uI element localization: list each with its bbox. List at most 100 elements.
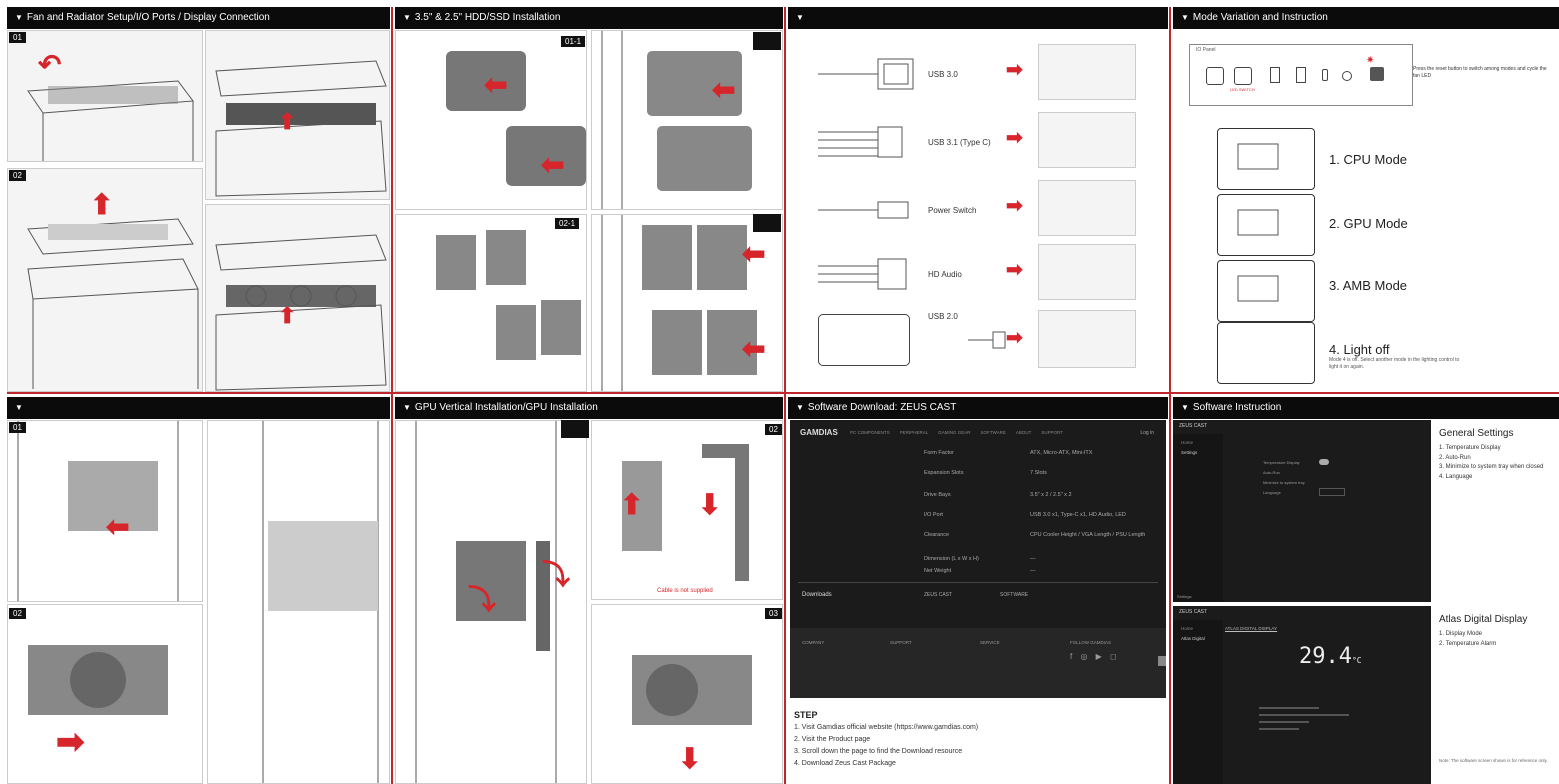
step-tag: 03 bbox=[765, 608, 782, 619]
app-name: ZEUS CAST bbox=[1179, 609, 1208, 615]
option-row[interactable] bbox=[1259, 714, 1349, 716]
scroll-up-icon[interactable] bbox=[1158, 656, 1166, 666]
atlas-title: Atlas Digital Display bbox=[1439, 614, 1528, 625]
site-nav: PC COMPONENTS PERIPHERAL GAMING GEAR SOF… bbox=[850, 430, 1063, 435]
step-tag: 02 bbox=[765, 424, 782, 435]
port-photo bbox=[1038, 310, 1136, 368]
spec-key: I/O Port bbox=[924, 512, 943, 518]
option-row[interactable] bbox=[1259, 721, 1309, 723]
mode-amb-box bbox=[1217, 260, 1315, 322]
header-hdd-ssd: ▼3.5" & 2.5" HDD/SSD Installation bbox=[395, 7, 783, 29]
spec-value: — bbox=[1030, 568, 1036, 574]
divider bbox=[784, 7, 786, 784]
mode-amb-label: 3. AMB Mode bbox=[1329, 278, 1408, 293]
tab-atlas[interactable]: ATLAS DIGITAL DISPLAY bbox=[1225, 626, 1278, 631]
arrow-icon: ➡ bbox=[1006, 259, 1023, 281]
nav-item[interactable]: ABOUT bbox=[1015, 430, 1032, 435]
spec-value: 3.5" x 2 / 2.5" x 2 bbox=[1030, 492, 1072, 498]
nav-item[interactable]: PERIPHERAL bbox=[899, 430, 929, 435]
language-select[interactable] bbox=[1319, 488, 1345, 496]
arrow-icon: ➡ bbox=[1006, 327, 1023, 349]
option-row[interactable] bbox=[1259, 728, 1299, 730]
app-sidebar: Home Settings bbox=[1173, 434, 1223, 602]
hdd-case-illustration: ⬅ bbox=[591, 30, 783, 210]
fans-illustration: ⬆ bbox=[205, 204, 390, 392]
toggle[interactable] bbox=[1319, 459, 1329, 465]
download-item[interactable]: SOFTWARE bbox=[1000, 592, 1029, 598]
footer-col: SUPPORT bbox=[890, 640, 912, 645]
sidebar-item[interactable]: Settings bbox=[1181, 450, 1198, 455]
downloads-divider bbox=[798, 582, 1158, 583]
nav-item[interactable]: GAMING GEAR bbox=[938, 430, 971, 435]
connector-row: USB 3.1 (Type C) ➡ bbox=[818, 112, 1158, 172]
atlas-footer-note: Note: The software screen shown is for r… bbox=[1439, 758, 1548, 763]
settings-menu-btn[interactable]: Settings bbox=[1177, 594, 1192, 599]
type-c-port-icon bbox=[1322, 69, 1328, 81]
step-tag: 01 bbox=[9, 422, 26, 433]
spec-value: — bbox=[1030, 556, 1036, 562]
step-line: 3. Scroll down the page to find the Down… bbox=[794, 748, 963, 755]
radiator-illustration: ⬆ bbox=[205, 30, 390, 200]
arrow-icon: ⬅ bbox=[541, 149, 565, 180]
arrow-icon: ⬆ bbox=[620, 489, 644, 520]
header-software-download: ▼Software Download: ZEUS CAST bbox=[788, 397, 1168, 419]
audio-jack-icon bbox=[1342, 71, 1352, 81]
option-row[interactable] bbox=[1259, 707, 1319, 709]
arrow-icon: ⬇ bbox=[698, 489, 722, 520]
connector-label: USB 3.1 (Type C) bbox=[928, 138, 991, 147]
login-link[interactable]: Log in bbox=[1140, 430, 1154, 436]
header-bottom-left: ▼ bbox=[7, 397, 390, 419]
list-item: 2. Temperature Alarm bbox=[1439, 640, 1497, 647]
app-screenshot-settings: ZEUS CAST Home Settings Temperature Disp… bbox=[1173, 420, 1431, 602]
gpu-vertical-panel: ⤵ ⤵ ⬆ ⬇ 02 Cable is not supplied ⬇ 03 bbox=[395, 420, 783, 784]
sidebar-item[interactable]: Home bbox=[1181, 440, 1194, 445]
port-photo bbox=[1038, 244, 1136, 300]
general-settings-title: General Settings bbox=[1439, 428, 1514, 439]
power-button bbox=[1206, 67, 1224, 85]
social-icons[interactable]: f ◎ ▶ ◻ bbox=[1070, 652, 1120, 661]
nav-item[interactable]: SOFTWARE bbox=[980, 430, 1006, 435]
downloads-label: Downloads bbox=[802, 592, 832, 598]
mode-off-label: 4. Light off bbox=[1329, 342, 1390, 357]
download-item[interactable]: ZEUS CAST bbox=[924, 592, 953, 598]
sidebar-item[interactable]: Home bbox=[1181, 626, 1194, 631]
arrow-icon: ⬅ bbox=[712, 74, 736, 105]
port-photo bbox=[1038, 44, 1136, 100]
display-options bbox=[1259, 702, 1369, 762]
step-title: STEP bbox=[794, 710, 818, 720]
io-panel-box: IO Panel LED SWITCH ✷ bbox=[1189, 44, 1413, 106]
settings-row: Minimize to system tray bbox=[1263, 480, 1305, 485]
sidebar-item[interactable]: Atlas Digital bbox=[1181, 636, 1205, 641]
nav-item[interactable]: PC COMPONENTS bbox=[850, 430, 890, 435]
connector-label: Power Switch bbox=[928, 206, 977, 215]
mode-off-note: Mode 4 is off. Select another mode in th… bbox=[1329, 357, 1460, 370]
step-tag-box bbox=[561, 420, 589, 438]
connector-label: HD Audio bbox=[928, 270, 962, 279]
spec-key: Dimension (L x W x H) bbox=[924, 556, 979, 562]
arrow-icon: ➡ bbox=[1006, 195, 1023, 217]
led-button-icon bbox=[1370, 67, 1384, 81]
bay-illustration: ⬅ bbox=[7, 420, 203, 602]
ssd-illustration bbox=[395, 214, 587, 392]
arrow-icon: ↶ bbox=[38, 49, 62, 80]
io-panel-title: IO Panel bbox=[1196, 47, 1216, 53]
step-line: 1. Visit Gamdias official website (https… bbox=[794, 724, 979, 731]
arrow-icon: ⬆ bbox=[278, 109, 297, 134]
settings-row: Temperature Display bbox=[1263, 460, 1300, 465]
temperature-value: 29.4°C bbox=[1299, 644, 1362, 669]
vertical-bracket-illustration: ⤵ ⤵ bbox=[395, 420, 587, 784]
nav-item[interactable]: SUPPORT bbox=[1041, 430, 1064, 435]
step-tag: 01-1 bbox=[561, 36, 586, 47]
ssd-case-illustration: ⬅ ⬅ bbox=[591, 214, 783, 392]
io-cables-panel: USB 3.0 ➡ USB 3.1 (Type C) ➡ Power Switc… bbox=[788, 30, 1168, 392]
arrow-icon: ⬅ bbox=[742, 238, 766, 269]
mode-gpu-box bbox=[1217, 194, 1315, 256]
usb2-panel-icon bbox=[818, 314, 910, 366]
step-tag-box bbox=[753, 214, 781, 232]
arrow-icon: ⬅ bbox=[742, 333, 766, 364]
header-gpu-vertical: ▼GPU Vertical Installation/GPU Installat… bbox=[395, 397, 783, 419]
arrow-icon: ⬅ bbox=[106, 511, 130, 542]
gpu-note: Cable is not supplied bbox=[657, 588, 713, 594]
site-brand: GAMDIAS bbox=[800, 428, 838, 437]
arrow-icon: ➡ bbox=[1006, 127, 1023, 149]
